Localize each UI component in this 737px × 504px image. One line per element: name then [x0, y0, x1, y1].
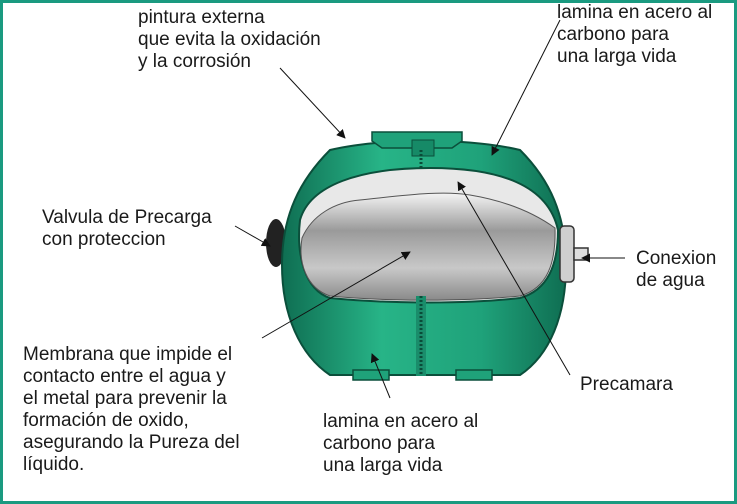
- label-lamina-bottom: lamina en acero al carbono para una larg…: [323, 411, 479, 476]
- label-valvula-precarga: Valvula de Precarga con proteccion: [42, 207, 212, 250]
- weld-seam: [416, 150, 426, 376]
- label-conexion-agua: Conexion de agua: [636, 248, 717, 291]
- label-lamina-top: lamina en acero al carbono para una larg…: [557, 2, 713, 67]
- label-membrana: Membrana que impide el contacto entre el…: [23, 344, 240, 475]
- precharge-valve: [266, 219, 286, 267]
- label-precamara: Precamara: [580, 374, 673, 395]
- callout-arrows: [234, 19, 625, 399]
- inner-chamber: [298, 166, 560, 304]
- tank-feet: [352, 369, 493, 381]
- water-connection: [559, 225, 589, 283]
- label-pintura-externa: pintura externa que evita la oxidación y…: [138, 7, 321, 72]
- top-cap: [371, 131, 463, 157]
